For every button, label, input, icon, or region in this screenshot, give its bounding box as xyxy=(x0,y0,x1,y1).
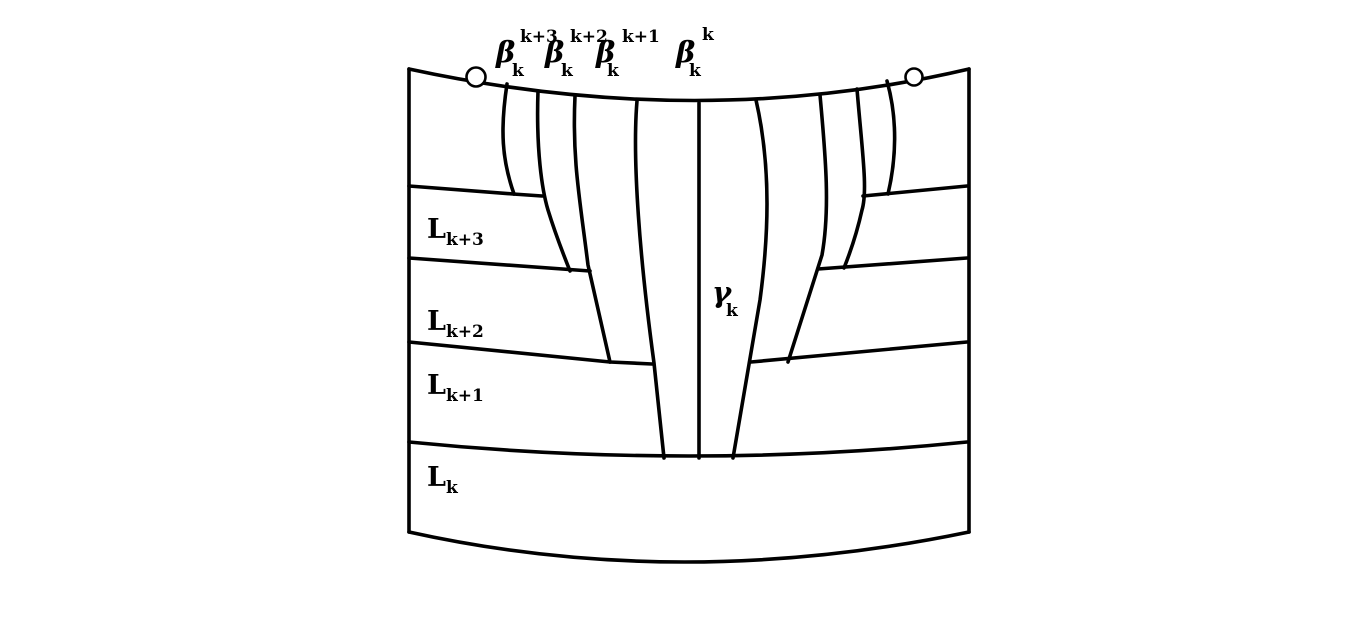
layer-line-top-left xyxy=(407,184,544,198)
curve-left-4 xyxy=(633,99,666,460)
svg-text:k: k xyxy=(702,25,715,45)
label-gamma-k: γ k xyxy=(712,275,739,321)
layer-line-3-left xyxy=(407,340,654,366)
curve-right-2 xyxy=(842,87,867,270)
svg-text:k: k xyxy=(512,61,525,81)
svg-text:k: k xyxy=(726,301,739,321)
svg-text:k+3: k+3 xyxy=(520,27,558,47)
label-L-k2: Lk+2 xyxy=(427,306,484,342)
layer-line-2-left xyxy=(407,256,592,273)
curve-left-1 xyxy=(501,82,516,196)
layer-line-4 xyxy=(407,440,969,458)
layer-line-top-right xyxy=(861,184,969,198)
label-beta-k: β k k xyxy=(675,25,715,81)
label-beta-k1: β k+1 k xyxy=(595,27,660,81)
outer-boundary xyxy=(407,67,971,564)
svg-text:β: β xyxy=(544,35,564,69)
layer-line-3-right xyxy=(749,340,969,364)
curve-right-4 xyxy=(731,98,769,460)
svg-text:k+2: k+2 xyxy=(570,27,608,47)
svg-text:β: β xyxy=(675,35,695,69)
svg-text:β: β xyxy=(495,35,515,69)
svg-text:k: k xyxy=(607,61,620,81)
svg-text:k+1: k+1 xyxy=(622,27,660,47)
svg-text:β: β xyxy=(595,35,615,69)
label-beta-k3: β k+3 k xyxy=(495,27,558,81)
svg-text:k: k xyxy=(561,61,574,81)
left-endpoint-node xyxy=(465,66,487,88)
curve-right-3 xyxy=(786,93,829,364)
label-beta-k2: β k+2 k xyxy=(544,27,608,81)
curve-right-1 xyxy=(885,79,897,196)
svg-text:γ: γ xyxy=(712,275,733,309)
right-endpoint-node xyxy=(904,67,924,87)
top-boundary-curve xyxy=(407,67,971,103)
label-L-k1: Lk+1 xyxy=(427,370,484,406)
svg-text:k: k xyxy=(689,61,702,81)
label-L-k: Lk xyxy=(427,462,459,498)
layer-line-2-right xyxy=(816,256,969,271)
layer-boundaries xyxy=(407,184,969,458)
label-L-k3: Lk+3 xyxy=(427,214,484,250)
beta-curves xyxy=(501,79,897,460)
curve-left-3 xyxy=(572,94,612,364)
bottom-boundary-curve xyxy=(407,530,971,564)
curve-left-2 xyxy=(535,89,572,273)
